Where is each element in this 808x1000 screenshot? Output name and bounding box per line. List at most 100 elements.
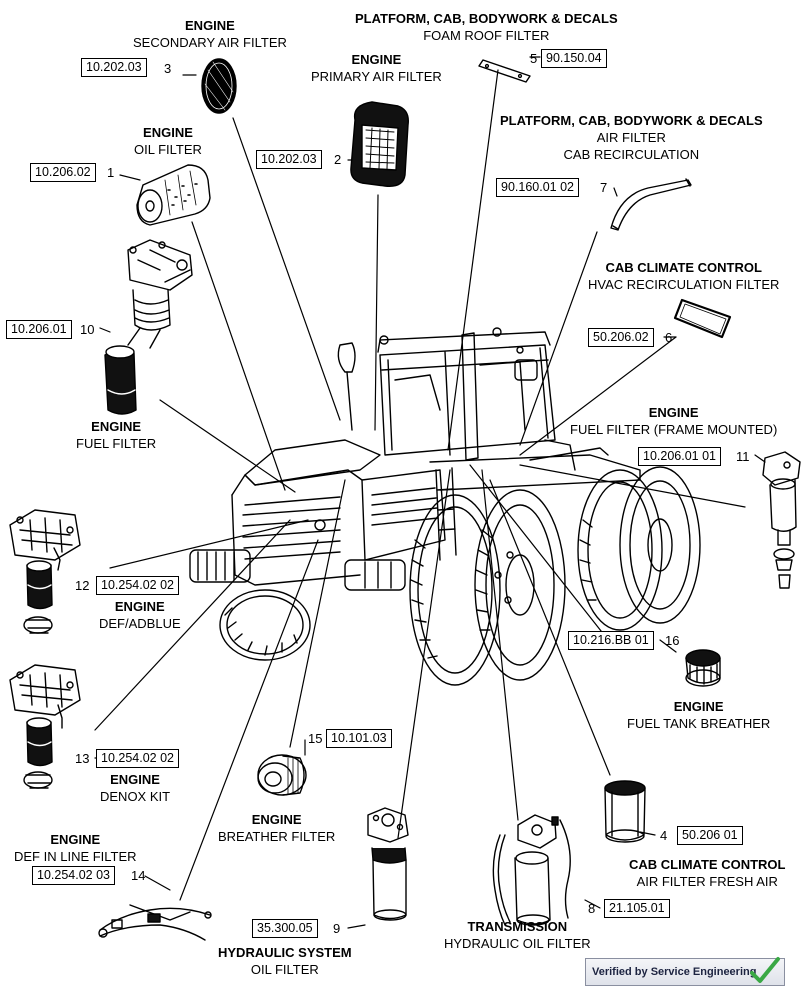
part-title: ENGINE bbox=[351, 52, 402, 67]
tractor-illustration bbox=[189, 327, 701, 686]
caption-hvac-filter: CAB CLIMATE CONTROL HVAC RECIRCULATION F… bbox=[588, 259, 779, 293]
part-subtitle: HYDRAULIC OIL FILTER bbox=[444, 936, 591, 951]
part-subtitle: OIL FILTER bbox=[134, 142, 202, 157]
hydraulic-oil-filter-icon bbox=[367, 807, 409, 921]
fresh-air-filter-icon bbox=[604, 780, 646, 843]
ref-box: 10.101.03 bbox=[326, 729, 392, 748]
ref-box: 10.206.02 bbox=[30, 163, 96, 182]
part-title: ENGINE bbox=[50, 832, 101, 847]
breather-filter-icon bbox=[257, 754, 307, 796]
caption-fuel-tank-breather: ENGINE FUEL TANK BREATHER bbox=[627, 698, 770, 732]
part-title: ENGINE bbox=[91, 419, 142, 434]
part-subtitle: FUEL TANK BREATHER bbox=[627, 716, 771, 731]
part-title: ENGINE bbox=[143, 125, 193, 140]
caption-denox-kit: ENGINE DENOX KIT bbox=[100, 771, 170, 805]
checkmark-icon bbox=[750, 957, 780, 983]
part-title: PLATFORM, CAB, BODYWORK & DECALS bbox=[355, 11, 618, 26]
caption-secondary-air-filter: ENGINE SECONDARY AIR FILTER bbox=[133, 17, 287, 51]
part-subtitle: DEF IN LINE FILTER bbox=[14, 849, 137, 864]
caption-cab-recirculation: PLATFORM, CAB, BODYWORK & DECALS AIR FIL… bbox=[500, 112, 763, 163]
foam-roof-filter-icon bbox=[478, 59, 531, 83]
secondary-air-filter-icon bbox=[201, 58, 237, 114]
callout-number: 9 bbox=[333, 921, 341, 936]
part-title: TRANSMISSION bbox=[467, 919, 568, 934]
part-title: ENGINE bbox=[648, 405, 699, 420]
part-title: ENGINE bbox=[185, 18, 235, 33]
ref-box: 90.150.04 bbox=[541, 49, 607, 68]
transmission-filter-icon bbox=[492, 814, 571, 926]
part-subtitle: OIL FILTER bbox=[250, 962, 319, 977]
denox-kit-icon bbox=[9, 664, 81, 789]
fuel-tank-breather-icon bbox=[685, 649, 721, 687]
engine-fuel-filter-icon bbox=[104, 239, 193, 415]
callout-number: 8 bbox=[588, 901, 596, 916]
callout-number: 1 bbox=[107, 165, 115, 180]
hvac-filter-icon bbox=[673, 298, 732, 339]
callout-number: 5 bbox=[530, 51, 538, 66]
part-subtitle: PRIMARY AIR FILTER bbox=[311, 69, 442, 84]
oil-filter-icon bbox=[136, 164, 211, 226]
part-subtitle: AIR FILTER bbox=[596, 130, 666, 145]
ref-box: 10.216.BB 01 bbox=[568, 631, 654, 650]
part-subtitle: FUEL FILTER bbox=[76, 436, 157, 451]
part-title: ENGINE bbox=[251, 812, 302, 827]
callout-number: 11 bbox=[736, 449, 750, 464]
part-title: ENGINE bbox=[114, 599, 165, 614]
ref-box: 10.254.02 03 bbox=[32, 866, 115, 885]
callout-number: 14 bbox=[131, 868, 146, 883]
caption-def-adblue: ENGINE DEF/ADBLUE bbox=[99, 598, 181, 632]
caption-def-inline-filter: ENGINE DEF IN LINE FILTER bbox=[14, 831, 137, 865]
ref-box: 21.105.01 bbox=[604, 899, 670, 918]
part-title: ENGINE bbox=[673, 699, 724, 714]
ref-box: 10.254.02 02 bbox=[96, 576, 179, 595]
ref-box: 10.202.03 bbox=[81, 58, 147, 77]
part-subtitle: DENOX KIT bbox=[100, 789, 171, 804]
part-subtitle: SECONDARY AIR FILTER bbox=[133, 35, 287, 50]
part-title: CAB CLIMATE CONTROL bbox=[605, 260, 762, 275]
callout-number: 6 bbox=[665, 330, 673, 345]
cab-recirculation-filter-icon bbox=[610, 178, 692, 231]
part-title: CAB CLIMATE CONTROL bbox=[629, 857, 786, 872]
verified-badge: Verified by Service Engineering bbox=[585, 957, 785, 986]
ref-box: 90.160.01 02 bbox=[496, 178, 579, 197]
callout-number: 4 bbox=[660, 828, 668, 843]
part-subtitle: FUEL FILTER (FRAME MOUNTED) bbox=[570, 422, 778, 437]
ref-box: 10.206.01 01 bbox=[638, 447, 721, 466]
verified-badge-text: Verified by Service Engineering bbox=[592, 966, 757, 978]
part-subtitle: DEF/ADBLUE bbox=[99, 616, 181, 631]
callout-number: 13 bbox=[75, 751, 90, 766]
callout-number: 12 bbox=[75, 578, 90, 593]
caption-hydraulic-oil-filter: HYDRAULIC SYSTEM OIL FILTER bbox=[218, 944, 352, 978]
caption-engine-fuel-filter: ENGINE FUEL FILTER bbox=[76, 418, 156, 452]
frame-fuel-filter-icon bbox=[762, 451, 801, 589]
ref-box: 10.206.01 bbox=[6, 320, 72, 339]
part-subtitle: FOAM ROOF FILTER bbox=[423, 28, 550, 43]
part-title: HYDRAULIC SYSTEM bbox=[218, 945, 352, 960]
part-subtitle: AIR FILTER FRESH AIR bbox=[636, 874, 778, 889]
primary-air-filter-icon bbox=[350, 101, 409, 187]
ref-box: 50.206 01 bbox=[677, 826, 743, 845]
caption-transmission-filter: TRANSMISSION HYDRAULIC OIL FILTER bbox=[444, 918, 591, 952]
callout-number: 15 bbox=[308, 731, 323, 746]
caption-frame-fuel-filter: ENGINE FUEL FILTER (FRAME MOUNTED) bbox=[570, 404, 777, 438]
part-subtitle: BREATHER FILTER bbox=[218, 829, 336, 844]
caption-breather-filter: ENGINE BREATHER FILTER bbox=[218, 811, 335, 845]
callout-number: 10 bbox=[80, 322, 95, 337]
ref-box: 10.254.02 02 bbox=[96, 749, 179, 768]
part-title: PLATFORM, CAB, BODYWORK & DECALS bbox=[500, 113, 763, 128]
callout-number: 7 bbox=[600, 180, 608, 195]
callout-number: 3 bbox=[164, 61, 172, 76]
callout-number: 16 bbox=[665, 633, 680, 648]
caption-fresh-air-filter: CAB CLIMATE CONTROL AIR FILTER FRESH AIR bbox=[629, 856, 785, 890]
part-subtitle-2: CAB RECIRCULATION bbox=[563, 147, 700, 162]
ref-box: 10.202.03 bbox=[256, 150, 322, 169]
caption-primary-air-filter: ENGINE PRIMARY AIR FILTER bbox=[311, 51, 442, 85]
caption-oil-filter: ENGINE OIL FILTER bbox=[134, 124, 202, 158]
part-subtitle: HVAC RECIRCULATION FILTER bbox=[588, 277, 780, 292]
ref-box: 35.300.05 bbox=[252, 919, 318, 938]
def-inline-filter-icon bbox=[98, 904, 212, 941]
def-adblue-filter-icon bbox=[9, 509, 81, 634]
ref-box: 50.206.02 bbox=[588, 328, 654, 347]
